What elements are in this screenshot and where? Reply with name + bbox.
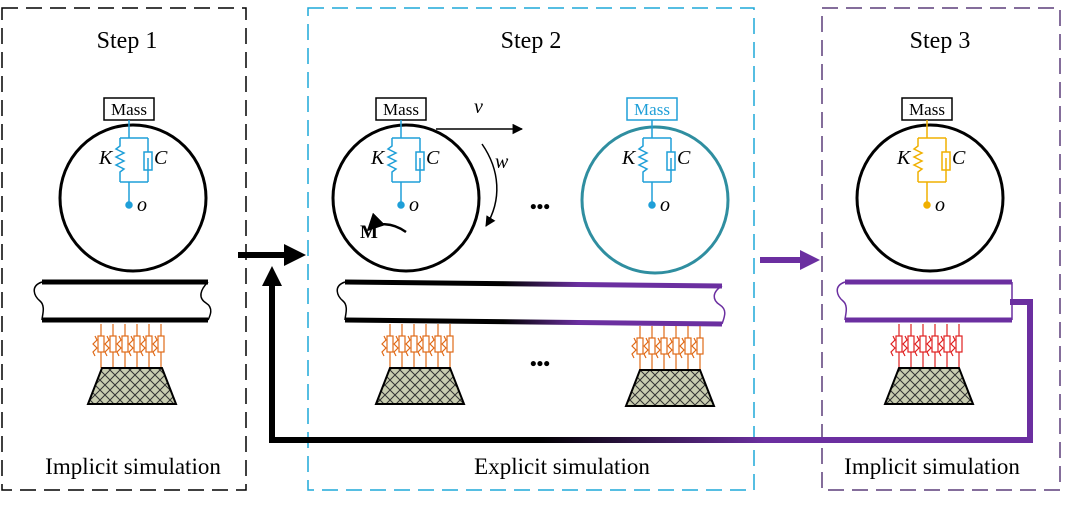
- step2-frame: [307, 7, 755, 491]
- step1-wheel-assembly: Mass K C o: [33, 97, 212, 405]
- c-label: C: [677, 147, 691, 169]
- k-label: K: [896, 147, 912, 169]
- step2-caption: Explicit simulation: [474, 454, 650, 479]
- foundation-block-icon: [624, 369, 716, 407]
- spring-damper-icon: [386, 120, 425, 209]
- spring-damper-icon: [637, 120, 676, 209]
- step2-title: Step 2: [501, 28, 562, 54]
- o-label: o: [935, 194, 945, 216]
- foundation-block-icon: [883, 367, 975, 405]
- o-label: o: [137, 194, 147, 216]
- spring-damper-icon: [114, 120, 153, 209]
- o-label: o: [409, 194, 419, 216]
- ellipsis-bottom: •••: [530, 354, 550, 375]
- o-label: o: [660, 194, 670, 216]
- rotation-label: w: [495, 151, 509, 173]
- wheel-icon: [855, 123, 1005, 273]
- arrow-step1-to-step2: [238, 244, 306, 266]
- wheel-icon: [58, 123, 208, 273]
- step1-frame: [1, 7, 247, 491]
- moment-label: M: [360, 222, 378, 243]
- step2-foundation-left: [374, 324, 466, 405]
- rail-icon: [33, 279, 212, 323]
- step2-wheel-right: Mass K C o: [580, 97, 730, 275]
- moment-arrow-icon: [366, 212, 407, 234]
- mass-label: Mass: [111, 100, 147, 119]
- velocity-label: v: [474, 96, 483, 118]
- spring-damper-icon: [912, 120, 951, 209]
- k-label: K: [621, 147, 637, 169]
- c-label: C: [426, 147, 440, 169]
- rail-icon: [836, 279, 1013, 323]
- step3-title: Step 3: [910, 28, 971, 54]
- mass-label: Mass: [383, 100, 419, 119]
- foundation-springs-icon: [381, 324, 454, 368]
- step3-frame: [821, 7, 1061, 491]
- arrow-step2-to-step3: [760, 250, 820, 270]
- foundation-springs-icon: [92, 324, 165, 368]
- k-label: K: [370, 147, 386, 169]
- foundation-block-icon: [374, 367, 466, 405]
- rotation-arrow-icon: [481, 143, 498, 227]
- step3-wheel-assembly: Mass K C o: [836, 97, 1013, 405]
- step2-wheel-left: Mass K C o M: [331, 97, 481, 273]
- wheel-icon: [580, 125, 730, 275]
- feedback-loop-line: [269, 282, 1033, 443]
- ellipsis-top: •••: [530, 197, 550, 218]
- mass-label: Mass: [909, 100, 945, 119]
- c-label: C: [952, 147, 966, 169]
- c-label: C: [154, 147, 168, 169]
- foundation-springs-icon: [631, 326, 704, 370]
- step3-caption: Implicit simulation: [844, 454, 1020, 479]
- foundation-block-icon: [86, 367, 178, 405]
- mass-label: Mass: [634, 100, 670, 119]
- step2-foundation-right: [624, 326, 716, 407]
- feedback-loop-arrowhead: [262, 266, 282, 286]
- k-label: K: [98, 147, 114, 169]
- foundation-springs-icon: [890, 324, 963, 368]
- step2-rail-icon: [336, 279, 726, 327]
- step1-title: Step 1: [97, 28, 158, 54]
- step1-caption: Implicit simulation: [45, 454, 221, 479]
- wheel-icon: [331, 123, 481, 273]
